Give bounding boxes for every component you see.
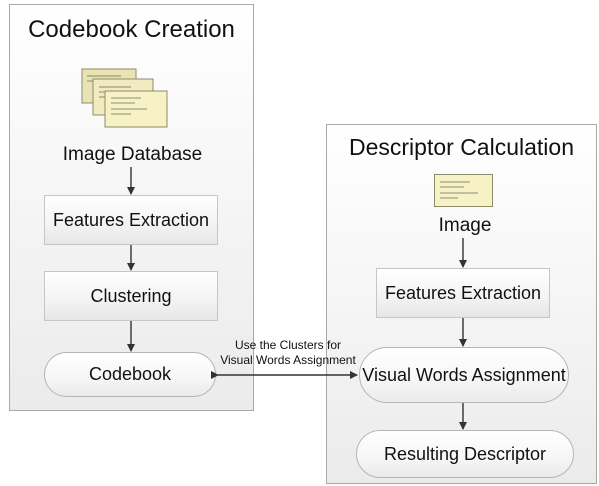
codebook-pill: Codebook [44, 352, 216, 397]
connector-label: Use the Clusters for Visual Words Assign… [213, 338, 363, 368]
connector-label-line2: Visual Words Assignment [220, 353, 356, 367]
image-database-icon [81, 68, 168, 128]
features-extraction-box-left: Features Extraction [44, 195, 218, 245]
descriptor-calculation-title: Descriptor Calculation [349, 134, 574, 160]
card-front [104, 90, 168, 128]
clustering-box: Clustering [44, 271, 218, 321]
features-extraction-box-right: Features Extraction [376, 268, 550, 318]
visual-words-assignment-pill: Visual Words Assignment [359, 347, 569, 403]
image-label: Image [438, 215, 492, 236]
image-database-label: Image Database [62, 144, 203, 165]
codebook-creation-title: Codebook Creation [28, 16, 235, 43]
resulting-descriptor-pill: Resulting Descriptor [356, 430, 574, 478]
connector-label-line1: Use the Clusters for [234, 338, 342, 352]
image-icon [434, 174, 493, 207]
